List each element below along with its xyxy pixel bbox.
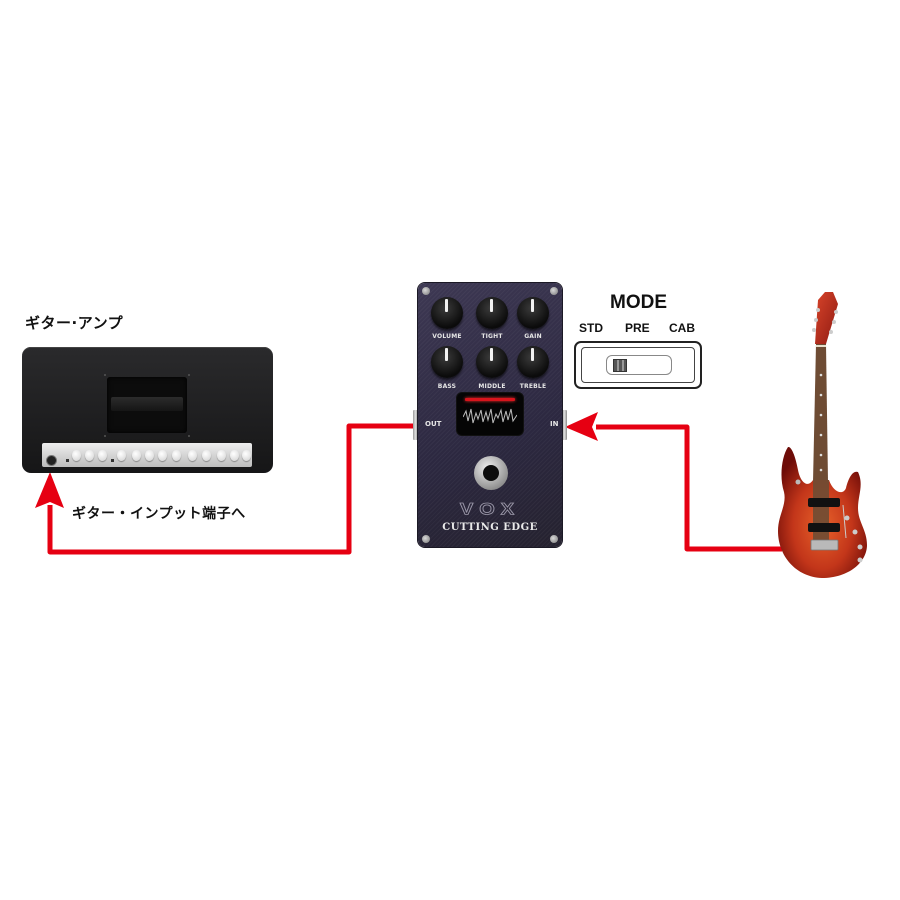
amp-handle: [107, 377, 187, 433]
amp-knob[interactable]: [72, 450, 81, 461]
amp-knob[interactable]: [188, 450, 197, 461]
mode-switch[interactable]: [574, 341, 702, 389]
cable-guitar-to-pedal: [565, 412, 782, 552]
amp-knob[interactable]: [117, 450, 126, 461]
knob-pointer: [445, 299, 448, 312]
amp-knob[interactable]: [145, 450, 154, 461]
mode-switch-track: [606, 355, 672, 375]
amp-knob[interactable]: [172, 450, 181, 461]
pedal-input-jack[interactable]: [562, 410, 567, 440]
amp-screw: [188, 435, 190, 437]
amp-knob[interactable]: [98, 450, 107, 461]
knob-label-volume: VOLUME: [432, 333, 462, 340]
mode-option-std: STD: [579, 321, 603, 335]
mode-option-cab: CAB: [669, 321, 695, 335]
amp-control-panel: [42, 443, 252, 467]
tube-glow-bar: [465, 398, 515, 401]
screw-icon: [550, 535, 558, 543]
guitar-amp: [22, 347, 273, 473]
guitar-head: [812, 292, 838, 344]
footswitch-center: [483, 465, 499, 481]
mode-option-pre: PRE: [625, 321, 650, 335]
knob-pointer: [490, 348, 493, 361]
pedal-output-jack[interactable]: [413, 410, 418, 440]
amp-knob[interactable]: [242, 450, 251, 461]
guitar-pickup-bridge: [808, 523, 840, 532]
screw-icon: [422, 535, 430, 543]
knob-tight[interactable]: [476, 297, 508, 329]
guitar-body: [778, 446, 867, 578]
mode-title: MODE: [610, 292, 667, 313]
knob-volume[interactable]: [431, 297, 463, 329]
amp-screw: [188, 374, 190, 376]
jack-label-out: OUT: [425, 420, 442, 428]
amp-knob[interactable]: [132, 450, 141, 461]
amp-switch: [111, 459, 114, 462]
amp-title: ギター·アンプ: [25, 314, 124, 332]
arrow-into-pedal-icon: [565, 412, 598, 441]
knob-label-tight: TIGHT: [481, 333, 503, 340]
brand-logo-text: VOX: [460, 500, 520, 518]
knob-pointer: [445, 348, 448, 361]
amp-knob[interactable]: [202, 450, 211, 461]
knob-treble[interactable]: [517, 346, 549, 378]
amp-switch: [66, 459, 69, 462]
knob-pointer: [531, 348, 534, 361]
knob-label-treble: TREBLE: [519, 383, 547, 390]
cable-pedal-to-amp: [35, 423, 413, 555]
knob-gain[interactable]: [517, 297, 549, 329]
amp-knob[interactable]: [230, 450, 239, 461]
knob-label-gain: GAIN: [524, 333, 542, 340]
amp-screw: [104, 435, 106, 437]
knob-label-middle: MIDDLE: [478, 383, 506, 390]
model-name: CUTTING EDGE: [442, 522, 538, 533]
knob-pointer: [490, 299, 493, 312]
waveform-icon: [463, 408, 517, 424]
arrow-into-amp-icon: [35, 472, 64, 508]
mode-switch-slider[interactable]: [613, 359, 627, 372]
brand-logo: VOX: [459, 500, 520, 519]
amp-handle-strap: [111, 397, 183, 411]
footswitch[interactable]: [474, 456, 508, 490]
knob-pointer: [531, 299, 534, 312]
screw-icon: [550, 287, 558, 295]
amp-screw: [104, 374, 106, 376]
guitar-neck: [813, 344, 828, 482]
amp-knob[interactable]: [158, 450, 167, 461]
knob-bass[interactable]: [431, 346, 463, 378]
amp-knob[interactable]: [217, 450, 226, 461]
knob-middle[interactable]: [476, 346, 508, 378]
knob-label-bass: BASS: [437, 383, 457, 390]
jack-label-in: IN: [550, 420, 559, 428]
guitar-pickup-neck: [808, 498, 840, 507]
tube-window: [457, 393, 523, 435]
effect-pedal: VOLUME TIGHT GAIN BASS MIDDLE TREBLE OUT…: [418, 283, 562, 547]
guitar-bridge: [810, 539, 839, 551]
amp-input-label: ギター・インプット端子へ: [72, 506, 246, 522]
amp-input-jack[interactable]: [46, 455, 57, 466]
mode-switch-bezel: [581, 347, 695, 383]
screw-icon: [422, 287, 430, 295]
amp-knob[interactable]: [85, 450, 94, 461]
